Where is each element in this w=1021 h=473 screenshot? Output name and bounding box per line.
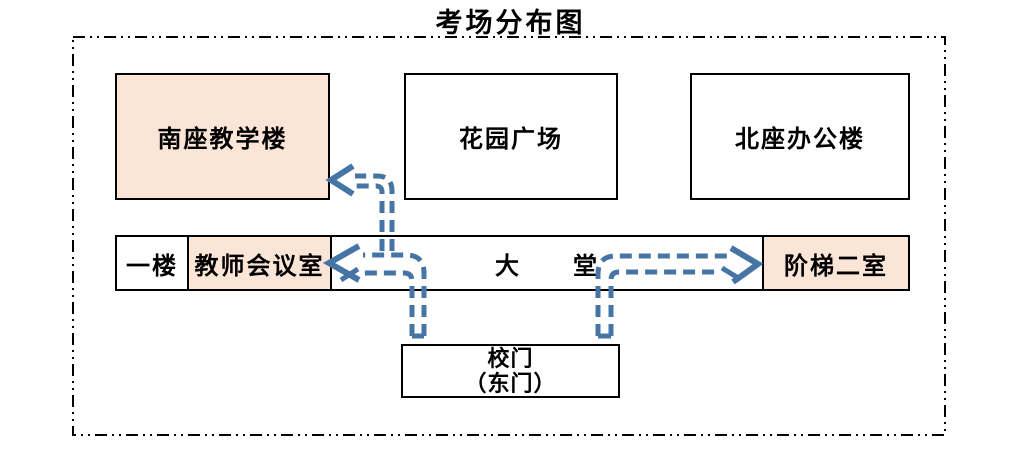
- building-south-teaching: 南座教学楼: [115, 73, 330, 200]
- school-gate-line2: （东门）: [464, 371, 557, 396]
- first-floor-tag: 一楼: [117, 237, 187, 289]
- room-teacher-meeting-label: 教师会议室: [194, 252, 325, 280]
- first-floor-strip: 一楼 教师会议室 大 堂 阶梯二室: [115, 235, 910, 291]
- room-stair-room-2: 阶梯二室: [762, 237, 908, 289]
- building-garden-plaza: 花园广场: [404, 73, 618, 200]
- first-floor-tag-label: 一楼: [126, 252, 178, 280]
- route-south-building-arrowhead-icon: [325, 163, 355, 197]
- room-lobby: 大 堂: [330, 237, 762, 289]
- school-gate-box: 校门 （东门）: [401, 344, 620, 398]
- building-north-office: 北座办公楼: [690, 73, 910, 200]
- room-teacher-meeting: 教师会议室: [187, 237, 330, 289]
- school-gate-line1: 校门: [487, 346, 534, 371]
- building-north-office-label: 北座办公楼: [735, 126, 865, 153]
- room-lobby-label: 大 堂: [495, 252, 599, 280]
- building-south-teaching-label: 南座教学楼: [157, 126, 288, 153]
- diagram-title: 考场分布图: [435, 8, 586, 38]
- building-garden-plaza-label: 花园广场: [459, 126, 563, 153]
- room-stair-room-2-label: 阶梯二室: [784, 252, 888, 280]
